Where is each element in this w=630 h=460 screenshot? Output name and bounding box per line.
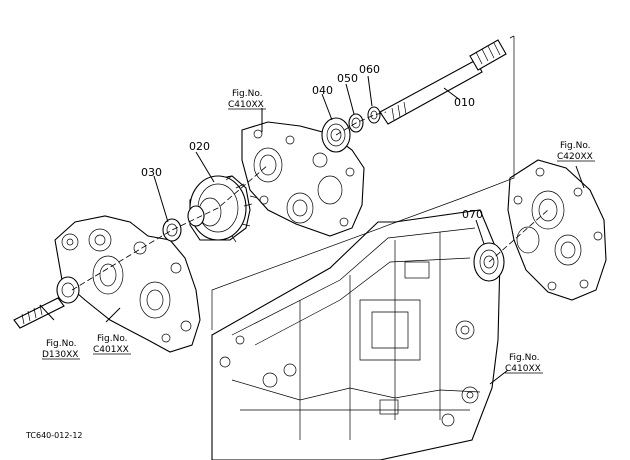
callout-030: 030 xyxy=(141,166,162,179)
right-cover xyxy=(507,159,607,301)
figref-c420[interactable]: Fig.No. C420XX xyxy=(557,141,595,162)
input-shaft xyxy=(13,297,65,329)
figref-c401-label: Fig.No. xyxy=(97,334,128,344)
transmission-case xyxy=(211,209,501,460)
left-bearing xyxy=(56,276,80,304)
figref-c401[interactable]: Fig.No. C401XX xyxy=(93,334,131,355)
callout-050: 050 xyxy=(337,72,358,85)
figref-d130[interactable]: Fig.No. D130XX xyxy=(42,339,80,360)
figref-c420-code: C420XX xyxy=(557,152,593,162)
drawing-code: TC640-012-12 xyxy=(25,431,83,440)
callout-020: 020 xyxy=(189,140,210,153)
callout-060: 060 xyxy=(359,63,380,76)
shaft-010 xyxy=(379,39,507,125)
callout-040: 040 xyxy=(312,84,333,97)
snap-ring-060 xyxy=(367,106,381,124)
seal-030 xyxy=(162,218,182,242)
clutch-assembly-020 xyxy=(187,175,259,243)
figref-c410-top-label: Fig.No. xyxy=(232,89,263,99)
figref-d130-label: Fig.No. xyxy=(46,339,77,349)
figref-c410-bottom-code: C410XX xyxy=(505,364,541,374)
figref-c410-bottom[interactable]: Fig.No. C410XX xyxy=(505,353,543,374)
callout-070: 070 xyxy=(462,208,483,221)
callout-010: 010 xyxy=(454,96,475,109)
figref-c410-bottom-label: Fig.No. xyxy=(509,353,540,363)
left-housing-cover xyxy=(54,215,201,353)
frame-lines xyxy=(71,35,549,330)
figref-c410-top[interactable]: Fig.No. C410XX xyxy=(228,89,266,110)
figref-c420-label: Fig.No. xyxy=(560,141,591,151)
figref-d130-code: D130XX xyxy=(42,350,78,360)
figref-c410-top-code: C410XX xyxy=(228,100,264,110)
ring-050 xyxy=(348,113,364,133)
figref-c401-code: C401XX xyxy=(93,345,129,355)
leader-lines xyxy=(39,75,585,385)
